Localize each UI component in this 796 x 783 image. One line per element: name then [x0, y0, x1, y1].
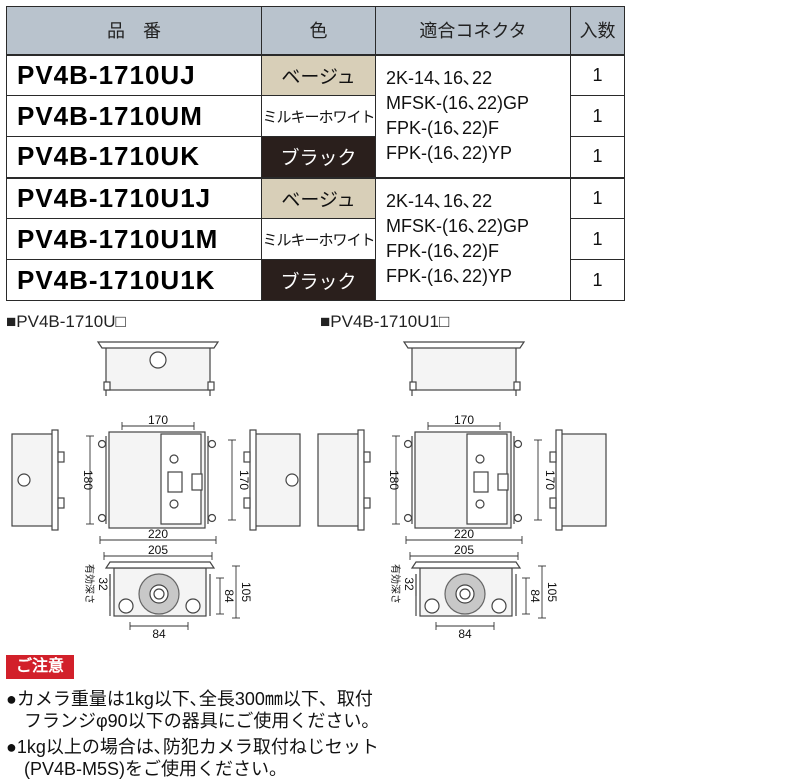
front-view — [97, 431, 217, 529]
dim-inner-height: 170 — [237, 470, 251, 490]
bottom-view — [104, 561, 216, 617]
color-cell: ミルキーホワイト — [261, 218, 376, 260]
left-side-view — [317, 429, 371, 531]
technical-drawing: 170 180 170 220 205 84 84 105 有効深さ 32 — [312, 334, 622, 644]
notes-heading: ご注意 — [6, 655, 74, 679]
note-line: (PV4B-M5S)をご使用ください。 — [6, 759, 288, 779]
drawing-title: ■PV4B-1710U1□ — [320, 312, 450, 331]
table-header-row: 品 番 色 適合コネクタ 入数 — [6, 6, 625, 55]
connector-line: FPK-(16､22)YP — [386, 266, 513, 287]
dim-depth-84: 84 — [222, 589, 236, 603]
quantity-cell: 1 — [570, 176, 625, 219]
quantity-cell: 1 — [570, 218, 625, 260]
dim-outer-width: 220 — [454, 527, 474, 541]
table-row: PV4B-1710UJ ベージュ 2K-14､16､22 MFSK-(16､22… — [6, 53, 625, 178]
note-line: フランジφ90以下の器具にご使用ください。 — [6, 711, 380, 731]
effective-depth-label: 有効深さ — [389, 564, 402, 604]
right-side-view — [243, 429, 301, 531]
table-row: PV4B-1710U1J ベージュ 2K-14､16､22 MFSK-(16､2… — [6, 176, 625, 301]
part-number-cell: PV4B-1710U1K — [6, 259, 262, 301]
technical-drawing: 170 180 170 220 205 84 84 105 有効深さ 32 — [6, 334, 316, 644]
color-cell: ブラック — [261, 136, 376, 178]
dim-side-height: 180 — [81, 470, 95, 490]
drawing-title: ■PV4B-1710U□ — [6, 312, 126, 331]
quantity-cell: 1 — [570, 136, 625, 178]
part-number-cell: PV4B-1710U1J — [6, 176, 262, 219]
table-row: PV4B-1710UK ブラック 1 — [6, 136, 625, 178]
table-row: PV4B-1710U1M ミルキーホワイト 1 — [6, 218, 625, 260]
color-cell: ベージュ — [261, 53, 376, 96]
header-connector: 適合コネクタ — [375, 6, 571, 55]
box-drawing: 170 180 170 220 205 84 84 105 有効深さ 32 — [11, 341, 301, 641]
dim-side-height: 180 — [387, 470, 401, 490]
part-number-cell: PV4B-1710UJ — [6, 53, 262, 96]
dim-top-width: 170 — [148, 413, 168, 427]
top-knockout — [149, 351, 167, 369]
header-part-number: 品 番 — [6, 6, 262, 55]
connector-line: MFSK-(16､22)GP — [386, 93, 530, 113]
product-spec-table: 品 番 色 適合コネクタ 入数 PV4B-1710UJ ベージュ 2K-14､1… — [6, 6, 625, 301]
left-side-view — [11, 429, 65, 531]
effective-depth-label: 有効深さ — [83, 564, 96, 604]
note-item: ●カメラ重量は1kg以下､全長300㎜以下、取付 フランジφ90以下の器具にご使… — [6, 688, 379, 732]
dim-effective-depth: 32 — [402, 577, 416, 591]
dim-depth-105: 105 — [545, 582, 559, 602]
color-cell: ブラック — [261, 259, 376, 301]
dim-effective-depth: 32 — [96, 577, 110, 591]
quantity-cell: 1 — [570, 95, 625, 137]
dim-inner-width: 205 — [148, 543, 168, 557]
front-view — [403, 431, 523, 529]
top-view — [96, 341, 220, 396]
connector-cell: 2K-14､16､22 MFSK-(16､22)GP FPK-(16､22)F … — [375, 176, 571, 301]
right-side-view — [549, 429, 607, 531]
note-line: ●1kg以上の場合は､防犯カメラ取付ねじセット — [6, 737, 379, 757]
part-number-cell: PV4B-1710UM — [6, 95, 262, 137]
top-view — [402, 341, 526, 396]
table-row: PV4B-1710U1K ブラック 1 — [6, 259, 625, 301]
dim-inner-width: 205 — [454, 543, 474, 557]
quantity-cell: 1 — [570, 259, 625, 301]
dim-depth-84: 84 — [528, 589, 542, 603]
dim-outer-width: 220 — [148, 527, 168, 541]
connector-line: FPK-(16､22)F — [386, 241, 500, 262]
dim-bottom-width: 84 — [152, 627, 166, 641]
connector-cell: 2K-14､16､22 MFSK-(16､22)GP FPK-(16､22)F … — [375, 53, 571, 178]
bottom-view — [410, 561, 522, 617]
dim-top-width: 170 — [454, 413, 474, 427]
part-number-cell: PV4B-1710U1M — [6, 218, 262, 260]
connector-line: MFSK-(16､22)GP — [386, 216, 530, 237]
dim-bottom-width: 84 — [458, 627, 472, 641]
connector-line: FPK-(16､22)F — [386, 118, 500, 138]
dim-inner-height: 170 — [543, 470, 557, 490]
box-drawing: 170 180 170 220 205 84 84 105 有効深さ 32 — [317, 341, 607, 641]
color-cell: ミルキーホワイト — [261, 95, 376, 137]
connector-line: 2K-14､16､22 — [386, 68, 493, 88]
header-color: 色 — [261, 6, 376, 55]
note-item: ●1kg以上の場合は､防犯カメラ取付ねじセット (PV4B-M5S)をご使用くだ… — [6, 736, 379, 780]
part-number-cell: PV4B-1710UK — [6, 136, 262, 178]
dim-depth-105: 105 — [239, 582, 253, 602]
connector-line: FPK-(16､22)YP — [386, 143, 513, 163]
connector-line: 2K-14､16､22 — [386, 191, 493, 212]
header-quantity: 入数 — [570, 6, 625, 55]
quantity-cell: 1 — [570, 53, 625, 96]
color-cell: ベージュ — [261, 176, 376, 219]
note-line: ●カメラ重量は1kg以下､全長300㎜以下、取付 — [6, 689, 373, 709]
